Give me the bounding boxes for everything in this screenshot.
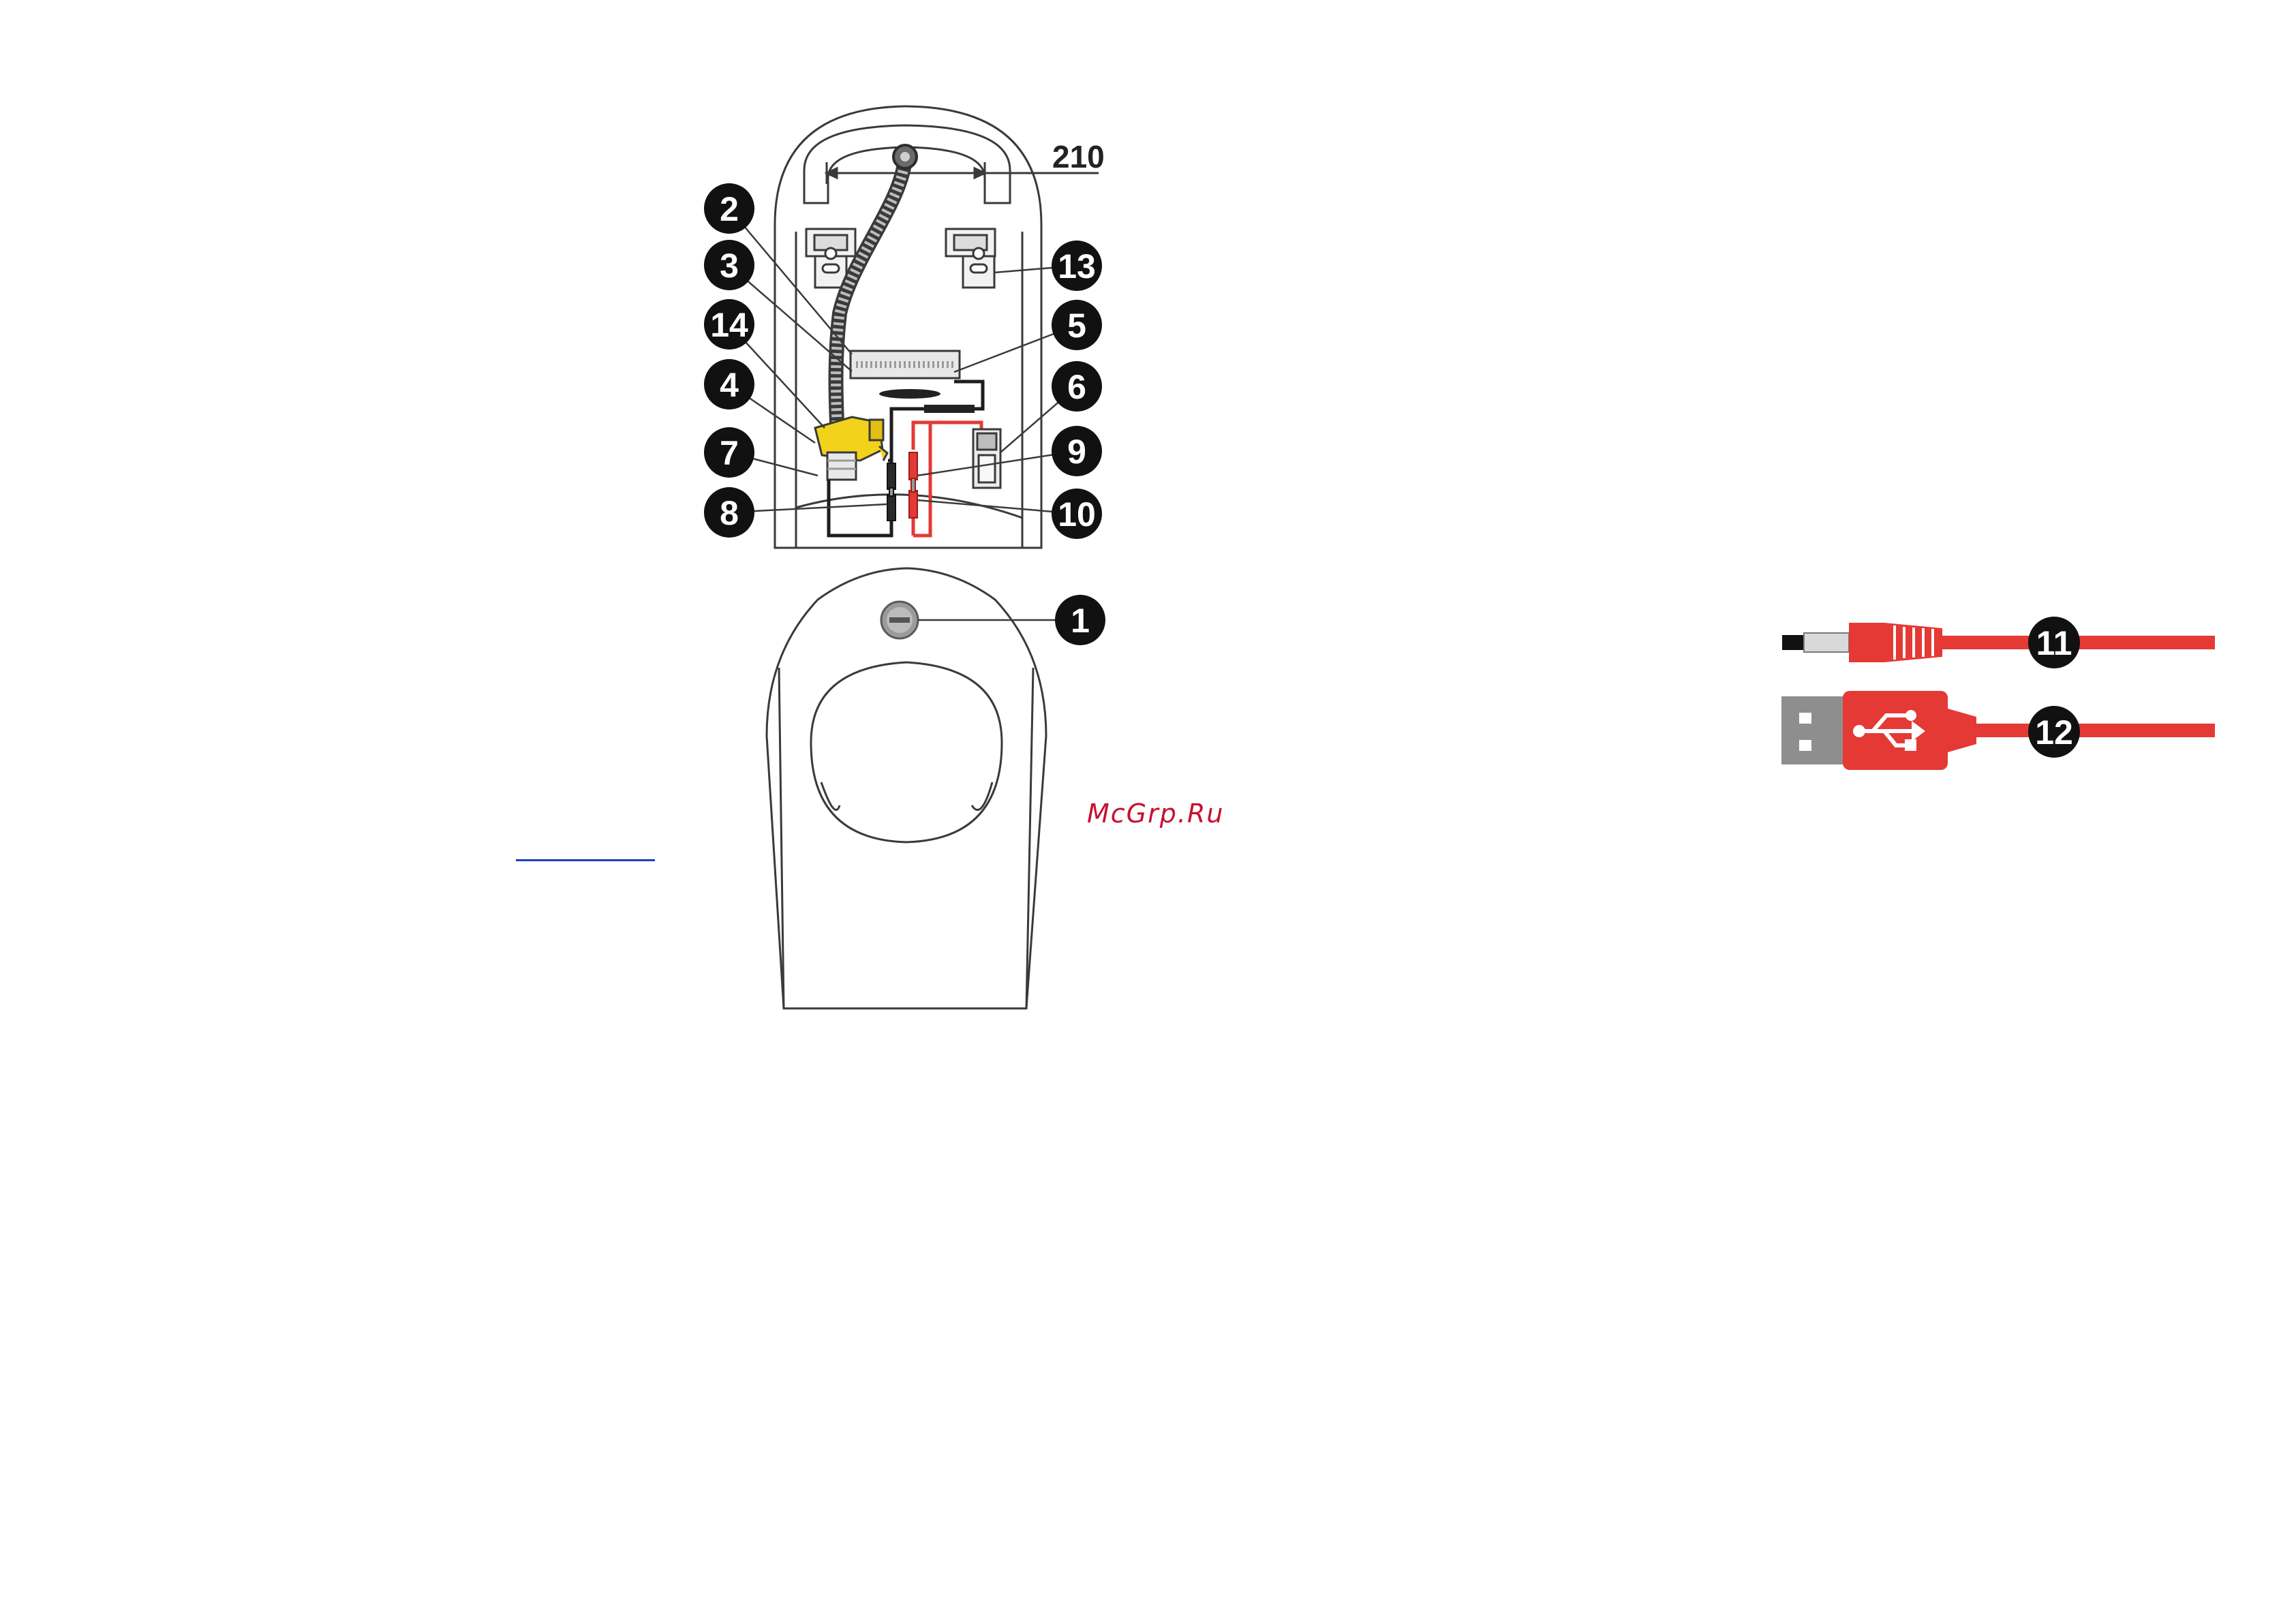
cable-clip [924,405,975,413]
svg-text:8: 8 [720,494,739,532]
svg-text:10: 10 [1058,495,1096,534]
svg-text:9: 9 [1067,433,1086,471]
dc-barrel-cable [1782,623,2215,662]
svg-text:6: 6 [1067,368,1086,406]
svg-text:2: 2 [720,190,739,228]
red-connectors [909,452,917,518]
callout-12: 12 [2028,706,2080,758]
red-wires [913,422,981,536]
callout-9: 9 [1052,426,1102,476]
svg-text:3: 3 [720,247,739,285]
battery-holder [973,429,1000,488]
callout-6: 6 [1052,361,1102,412]
svg-text:4: 4 [720,366,739,404]
callout-13: 13 [1052,241,1102,291]
solenoid-valve [815,417,887,480]
sensor-module [851,351,960,399]
callout-3: 3 [704,240,754,290]
callout-10: 10 [1052,489,1102,539]
watermark-text: McGrp.Ru [1087,799,1224,829]
callout-14: 14 [704,299,754,350]
callout-8: 8 [704,487,754,538]
svg-text:12: 12 [2035,713,2073,752]
callout-2: 2 [704,183,754,234]
svg-text:7: 7 [720,434,739,472]
svg-text:14: 14 [710,306,748,344]
svg-text:1: 1 [1071,602,1090,640]
callout-5: 5 [1052,300,1102,350]
cover-window-shadow [821,782,840,810]
leader-lines [729,208,1078,620]
hyperlink-underline[interactable] [516,859,655,861]
svg-text:5: 5 [1067,307,1086,345]
right-mounting-bracket [946,229,995,288]
svg-text:13: 13 [1058,247,1096,285]
brand-logo-badge [881,602,918,638]
callout-1: 1 [1055,595,1105,645]
callout-11: 11 [2028,617,2080,668]
black-connectors [887,463,896,521]
svg-text:11: 11 [2036,624,2072,662]
cover-window [811,662,1002,842]
callout-7: 7 [704,427,754,478]
callout-4: 4 [704,359,754,409]
usb-cable [1781,691,2215,770]
flexible-hose [836,145,917,422]
dimension-label: 210 [1052,139,1105,174]
